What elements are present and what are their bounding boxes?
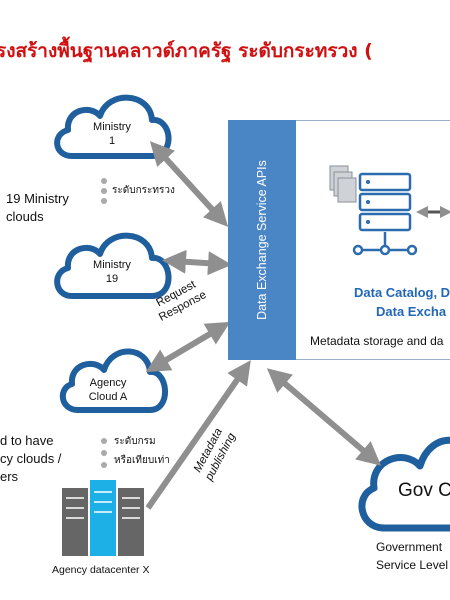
ministry-1-line2: 1 <box>108 135 116 147</box>
agency-note-line1: d to have <box>0 433 54 448</box>
ministry-note: 19 Ministry clouds <box>6 190 69 226</box>
gov-service-text: Government Service Level <box>376 538 448 574</box>
data-exchange-api-box <box>228 120 296 360</box>
dot <box>101 450 107 456</box>
agency-cloud-label: Agency Cloud A <box>80 376 136 404</box>
catalog-panel <box>296 120 450 360</box>
ministry-1-line1: Ministry <box>93 121 131 133</box>
agency-note: d to have cy clouds / ers <box>0 432 61 486</box>
agency-cloud-line2: Cloud A <box>88 391 128 403</box>
ministry-19-line2: 19 <box>105 273 119 285</box>
ministry-19-line1: Ministry <box>93 259 131 271</box>
or-equivalent-label: หรือเทียบเท่า <box>114 455 170 466</box>
gov-text-line1: Government <box>376 540 443 554</box>
dot <box>101 188 107 194</box>
agency-cloud-line1: Agency <box>89 377 127 389</box>
cloud-agency-a-icon <box>60 348 168 413</box>
server-rack-icon <box>62 480 144 556</box>
arrow-ministry19-api <box>162 249 232 276</box>
metadata-storage-text: Metadata storage and da <box>310 334 444 348</box>
ministry-note-line2: clouds <box>6 209 44 224</box>
cloud-gov-icon <box>358 436 450 532</box>
ministry-19-label: Ministry 19 <box>84 258 140 286</box>
database-server-icon <box>352 172 418 256</box>
ministry-1-label: Ministry 1 <box>84 120 140 148</box>
agency-note-line3: ers <box>0 469 19 484</box>
ministry-note-line1: 19 Ministry <box>6 191 69 206</box>
dot <box>101 198 107 204</box>
agency-level-label: ระดับกรม <box>114 436 156 447</box>
ministry-level-label: ระดับกระทรวง <box>112 185 175 196</box>
catalog-title-line2: Data Excha <box>376 304 447 319</box>
arrow-api-govcloud <box>266 368 382 466</box>
cloud-ministry-1-icon <box>54 94 172 159</box>
arrow-agency-api <box>145 321 231 373</box>
datacenter-label: Agency datacenter X <box>52 564 150 576</box>
dot <box>101 438 107 444</box>
arrow-ministry1-api <box>149 141 229 227</box>
arrow-datacenter-api <box>145 360 251 510</box>
page-title: รงสร้างพื้นฐานคลาวด์ภาครัฐ ระดับกระทรวง … <box>0 40 373 62</box>
catalog-title-line1: Data Catalog, D <box>354 285 450 300</box>
gov-text-line2: Service Level <box>376 558 449 572</box>
document-stack-icon <box>329 165 357 203</box>
dot <box>101 462 107 468</box>
api-label: Data Exchange Service APIs <box>255 160 269 320</box>
gov-cloud-label: Gov Cl <box>398 480 450 501</box>
agency-note-line2: cy clouds / <box>0 451 62 466</box>
dot <box>101 178 107 184</box>
